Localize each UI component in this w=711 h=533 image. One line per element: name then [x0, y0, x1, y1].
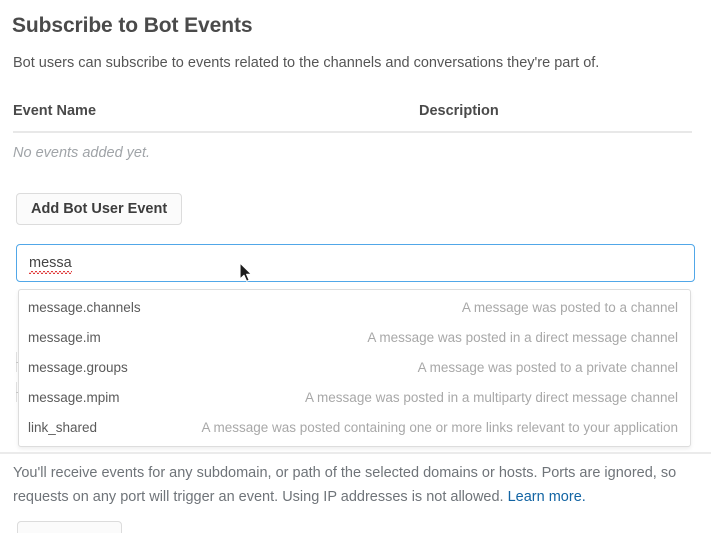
- dropdown-option-message-channels[interactable]: message.channels A message was posted to…: [19, 292, 690, 322]
- table-header-divider: [13, 131, 692, 133]
- add-bot-user-event-button[interactable]: Add Bot User Event: [16, 193, 183, 225]
- column-header-description: Description: [419, 103, 499, 119]
- dropdown-option-description: A message was posted in a direct message…: [367, 329, 678, 345]
- dropdown-option-description: A message was posted to a private channe…: [417, 359, 678, 375]
- page-subtitle: Bot users can subscribe to events relate…: [13, 55, 600, 71]
- dropdown-option-name: message.mpim: [28, 389, 120, 405]
- section-divider: [0, 452, 711, 454]
- events-empty-message: No events added yet.: [13, 145, 151, 161]
- dropdown-option-message-mpim[interactable]: message.mpim A message was posted in a m…: [19, 382, 690, 412]
- event-search-input-value: messa: [29, 254, 72, 274]
- learn-more-link[interactable]: Learn more.: [507, 489, 586, 505]
- dropdown-option-description: A message was posted to a channel: [461, 299, 678, 315]
- dropdown-option-name: message.im: [28, 329, 101, 345]
- dropdown-option-message-groups[interactable]: message.groups A message was posted to a…: [19, 352, 690, 382]
- dropdown-option-message-im[interactable]: message.im A message was posted in a dir…: [19, 322, 690, 352]
- dropdown-option-link-shared[interactable]: link_shared A message was posted contain…: [19, 412, 690, 442]
- events-table-header: Event Name Description: [0, 103, 711, 131]
- column-header-event-name: Event Name: [13, 103, 97, 119]
- bottom-action-button[interactable]: [17, 521, 122, 533]
- dropdown-option-name: message.groups: [28, 359, 128, 375]
- event-search-input[interactable]: messa: [16, 244, 695, 282]
- dropdown-option-description: A message was posted containing one or m…: [201, 419, 678, 435]
- page-title: Subscribe to Bot Events: [12, 14, 253, 37]
- event-suggestions-dropdown[interactable]: message.channels A message was posted to…: [18, 289, 691, 447]
- domains-footnote-text: You'll receive events for any subdomain,…: [13, 465, 677, 505]
- dropdown-option-name: message.channels: [28, 299, 141, 315]
- dropdown-option-name: link_shared: [28, 419, 98, 435]
- dropdown-option-description: A message was posted in a multiparty dir…: [305, 389, 678, 405]
- domains-footnote: You'll receive events for any subdomain,…: [13, 461, 689, 509]
